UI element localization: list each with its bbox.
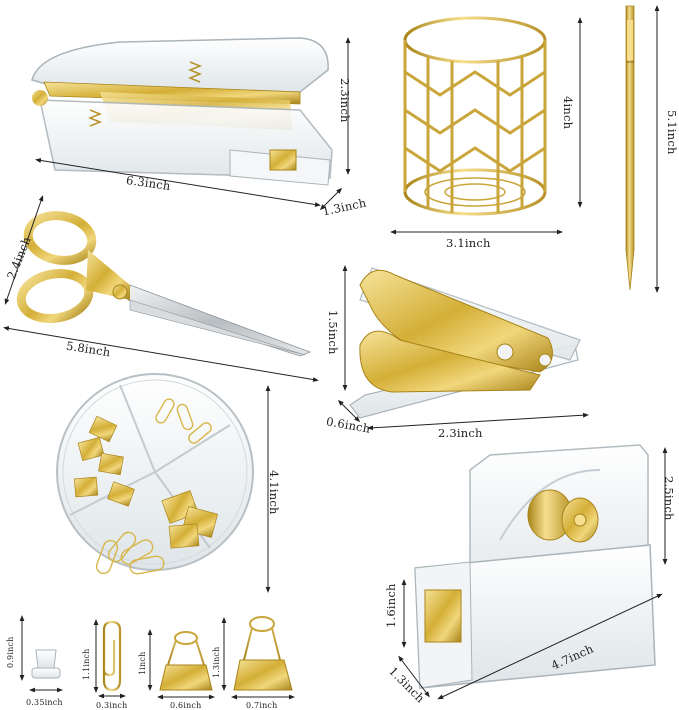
- paperclip-width-label: 0.3inch: [96, 701, 128, 710]
- pen-holder: [403, 16, 547, 216]
- push-pin: [31, 618, 61, 679]
- remover-length-arrow: [367, 412, 589, 431]
- pen-length-label: 5.1inch: [665, 110, 679, 155]
- large-clip-width-label: 0.7inch: [246, 701, 278, 710]
- remover-width-arrow: [337, 399, 361, 423]
- tape-width-arrow: [398, 655, 430, 698]
- clip-box-diameter-label: 4.1inch: [267, 470, 281, 515]
- remover-length-label: 2.3inch: [438, 426, 483, 440]
- large-clip-height-label: 1.3inch: [212, 646, 221, 678]
- small-binder-clip: [159, 631, 213, 691]
- stapler: [31, 37, 333, 186]
- pen-holder-height-label: 4inch: [561, 96, 575, 130]
- tape-front-height-label: 1.6inch: [384, 583, 398, 628]
- stapler-height-label: 2.3inch: [338, 78, 352, 123]
- clip-box: [56, 373, 254, 575]
- stapler-width-arrow: [319, 187, 343, 211]
- scissors-height-arrow: [4, 195, 44, 305]
- large-binder-clip: [233, 616, 293, 691]
- pen: [625, 5, 635, 291]
- remover-height-label: 1.5inch: [326, 310, 340, 355]
- stapler-length-arrow: [35, 158, 321, 207]
- scissors-length-arrow: [3, 326, 319, 382]
- pushpin-width-label: 0.35inch: [26, 698, 63, 707]
- tape-length-arrow: [437, 593, 663, 700]
- scissors: [16, 211, 312, 357]
- pen-holder-width-label: 3.1inch: [446, 236, 491, 250]
- small-clip-height-label: 1inch: [138, 651, 147, 675]
- pushpin-height-label: 0.9inch: [6, 636, 15, 668]
- tape-dispenser: [414, 444, 656, 689]
- tape-height-label: 2.5inch: [662, 476, 676, 521]
- paper-clip: [102, 620, 122, 692]
- paperclip-height-label: 1.1inch: [82, 648, 91, 680]
- small-clip-width-label: 0.6inch: [170, 701, 202, 710]
- staple-remover: [349, 267, 581, 419]
